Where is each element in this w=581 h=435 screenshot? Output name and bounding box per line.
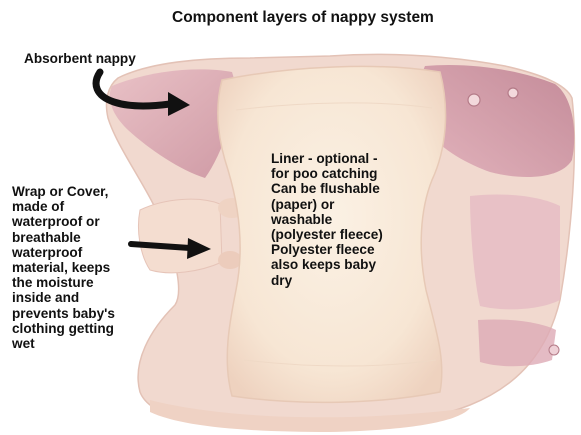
label-line: clothing getting: [12, 321, 115, 336]
label-line: Wrap or Cover,: [12, 184, 115, 199]
label-line: inside and: [12, 290, 115, 305]
absorbent-nappy-label: Absorbent nappy: [24, 51, 136, 66]
label-line: wet: [12, 336, 115, 351]
label-line: (polyester fleece): [271, 227, 383, 242]
label-line: waterproof: [12, 245, 115, 260]
label-line: material, keeps: [12, 260, 115, 275]
label-line: the moisture: [12, 275, 115, 290]
label-line: waterproof or: [12, 214, 115, 229]
label-line: Absorbent nappy: [24, 51, 136, 66]
label-line: Polyester fleece: [271, 242, 383, 257]
label-line: Can be flushable: [271, 181, 383, 196]
diagram-title: Component layers of nappy system: [172, 9, 434, 27]
label-line: also keeps baby: [271, 257, 383, 272]
label-line: prevents baby's: [12, 306, 115, 321]
label-line: Liner - optional -: [271, 151, 383, 166]
label-line: made of: [12, 199, 115, 214]
label-line: breathable: [12, 230, 115, 245]
label-line: (paper) or: [271, 197, 383, 212]
liner-label: Liner - optional - for poo catching Can …: [271, 151, 383, 288]
label-line: dry: [271, 273, 383, 288]
wrap-cover-label: Wrap or Cover, made of waterproof or bre…: [12, 184, 115, 351]
label-line: for poo catching: [271, 166, 383, 181]
label-line: washable: [271, 212, 383, 227]
